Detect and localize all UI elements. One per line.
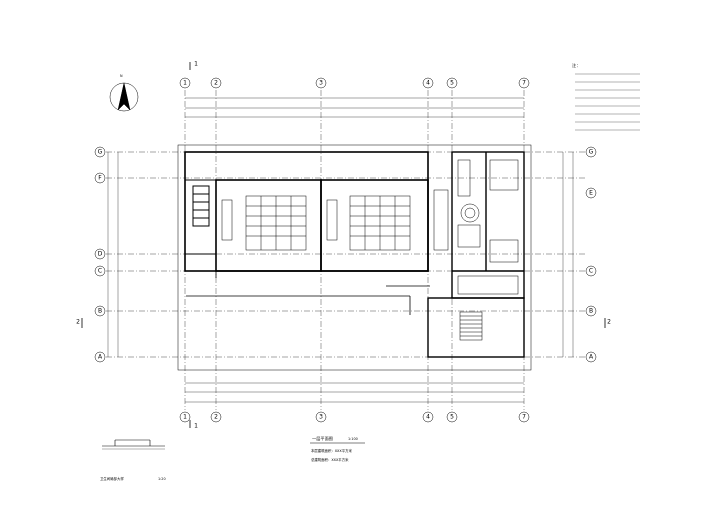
round-table	[460, 203, 480, 223]
grid-labels-top: 1 2 3 4 5 7	[183, 80, 526, 87]
section-marks: 1 1 2 2	[76, 61, 611, 430]
grid-label-left: G	[98, 149, 103, 156]
grid-label-right: C	[589, 268, 593, 275]
grid-label-bottom: 5	[450, 414, 454, 421]
area-note-1: 本层建筑面积：XXX平方米	[311, 448, 352, 453]
grid-label-bottom: 3	[319, 414, 323, 421]
grid-label-right: G	[589, 149, 594, 156]
grid-label-right: B	[589, 308, 593, 315]
grid-label-top: 1	[183, 80, 187, 87]
desk-group-left	[221, 195, 307, 251]
grid-bubbles-top	[179, 77, 530, 89]
right-wing-walls	[427, 151, 525, 358]
north-arrow: N	[109, 74, 139, 112]
section-mark: 2	[76, 319, 80, 326]
grid-label-left: D	[98, 251, 103, 258]
grid-label-right: E	[589, 190, 593, 197]
grid-label-left: B	[98, 308, 102, 315]
grid-label-top: 3	[319, 80, 323, 87]
stair-right	[459, 311, 483, 341]
detail-caption: 卫生间局部大样	[100, 476, 124, 481]
main-walls	[184, 151, 429, 272]
desk-group-right	[326, 195, 411, 251]
stair-block-left	[184, 179, 217, 255]
grid-label-left: C	[98, 268, 102, 275]
grid-bubbles-right	[585, 146, 597, 363]
grid-label-top: 5	[450, 80, 454, 87]
grid-label-left: F	[98, 175, 102, 182]
detail-sketch	[102, 439, 165, 450]
dimension-lines-top	[107, 97, 574, 403]
section-mark: 1	[194, 61, 198, 68]
grid-label-bottom: 7	[522, 414, 526, 421]
notes-heading: 注：	[572, 62, 580, 69]
grid-label-top: 4	[426, 80, 430, 87]
lower-corridor	[186, 271, 430, 315]
grid-label-top: 7	[522, 80, 526, 87]
north-label: N	[120, 74, 123, 78]
fixtures-right	[433, 159, 519, 295]
notes-lines	[575, 73, 640, 131]
grid-labels-left: G F D C B A	[98, 149, 103, 361]
grid-label-bottom: 4	[426, 414, 430, 421]
section-mark: 1	[194, 423, 198, 430]
site-outline	[177, 144, 532, 371]
grid-bubbles-bottom	[179, 411, 530, 423]
detail-scale: 1:20	[158, 477, 166, 481]
grid-label-left: A	[98, 354, 103, 361]
grid-label-top: 2	[214, 80, 218, 87]
grid-label-bottom: 1	[183, 414, 187, 421]
grid-label-right: A	[589, 354, 594, 361]
area-note-2: 总建筑面积：XXX平方米	[311, 457, 349, 462]
drawing-scale: 1:100	[348, 437, 358, 441]
grid-labels-right: G E C B A	[589, 149, 594, 361]
drawing-title: 一层平面图	[312, 436, 333, 442]
grid-label-bottom: 2	[214, 414, 218, 421]
grid-labels-bottom: 1 2 3 4 5 7	[183, 414, 526, 421]
section-mark-lines	[81, 62, 606, 428]
grid-bubbles-left	[94, 146, 106, 363]
section-mark: 2	[607, 319, 611, 326]
